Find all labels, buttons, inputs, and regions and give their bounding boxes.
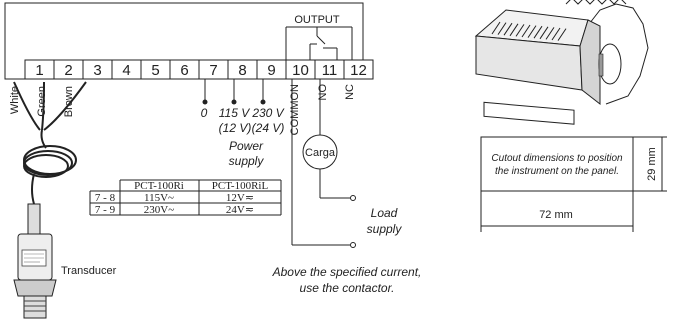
load-supply-line1: Load: [371, 206, 398, 220]
common-label: COMMON: [289, 84, 301, 135]
terminal7-value: 0: [201, 106, 208, 120]
connector-tooth: [509, 23, 519, 37]
terminal-12-box: [343, 59, 374, 80]
contactor-note-line2: use the contactor.: [300, 281, 395, 295]
connector-tooth: [503, 22, 513, 36]
terminal-12-number: 12: [350, 62, 367, 79]
device-illustration: [474, 0, 649, 125]
connector-tooth: [533, 25, 543, 39]
transducer-icon: [13, 203, 57, 319]
connector-tooth: [491, 21, 501, 35]
power-supply-line1: Power: [229, 139, 264, 153]
terminal-7-number: 7: [209, 62, 217, 79]
table-row2-terminals: 7 - 9: [95, 204, 116, 216]
table-header-ri: PCT-100Ri: [134, 180, 184, 192]
terminal-1-number: 1: [35, 62, 43, 79]
transducer-cable: [13, 81, 87, 131]
output-relay-bracket: [285, 26, 353, 60]
terminal9-value: 230 V: [251, 106, 284, 120]
terminal-8-number: 8: [238, 62, 246, 79]
table-row2-ril: 24V≂: [226, 204, 254, 216]
terminal8-alt: (12 V): [219, 121, 252, 135]
connector-tooth: [515, 24, 525, 37]
device-connector-teeth: [491, 21, 567, 41]
load-supply-line2: supply: [367, 222, 403, 236]
output-label: OUTPUT: [294, 14, 340, 26]
terminal-10-number: 10: [292, 62, 309, 79]
table-header-ril: PCT-100RiL: [212, 180, 269, 192]
carga-label: Carga: [305, 147, 336, 159]
terminal-5-number: 5: [151, 62, 159, 79]
connector-tooth: [497, 22, 507, 35]
connector-tooth: [545, 27, 555, 40]
terminal-9-number: 9: [267, 62, 275, 79]
voltage-table: PCT-100Ri PCT-100RiL 7 - 8 115V~ 12V≂ 7 …: [89, 179, 282, 216]
terminal-2-number: 2: [64, 62, 72, 79]
connector-tooth: [527, 25, 537, 38]
connector-tooth: [557, 28, 567, 41]
terminal9-alt: (24 V): [252, 121, 285, 135]
connector-tooth: [521, 24, 531, 38]
table-row1-ri: 115V~: [144, 192, 174, 204]
table-row1-terminals: 7 - 8: [95, 192, 116, 204]
connector-tooth: [539, 26, 549, 40]
table-row1-ril: 12V≂: [226, 192, 254, 204]
contactor-note-line1: Above the specified current,: [272, 265, 422, 279]
nc-label: NC: [344, 84, 356, 100]
transducer-label: Transducer: [61, 265, 117, 277]
terminal8-value: 115 V: [219, 106, 250, 120]
terminal-3-number: 3: [93, 62, 101, 79]
terminal-4-number: 4: [122, 62, 130, 79]
dim-width: 72 mm: [539, 209, 573, 221]
power-supply-line2: supply: [229, 154, 265, 168]
no-label: NO: [317, 84, 329, 101]
wire-label-green: Green: [36, 86, 48, 117]
wire-label-brown: Brown: [63, 86, 75, 117]
wire-label-white: White: [9, 86, 21, 114]
table-row2-ri: 230V~: [144, 204, 174, 216]
cable-coil: [23, 129, 77, 205]
cutout-box: [480, 136, 634, 192]
cutout-line2: the instrument on the panel.: [495, 166, 619, 177]
terminal-11-number: 11: [322, 62, 338, 79]
connector-tooth: [551, 27, 561, 41]
dimension-lines: [480, 136, 667, 232]
cutout-line1: Cutout dimensions to position: [491, 153, 623, 164]
dim-height: 29 mm: [646, 147, 658, 181]
terminal-6-number: 6: [180, 62, 188, 79]
